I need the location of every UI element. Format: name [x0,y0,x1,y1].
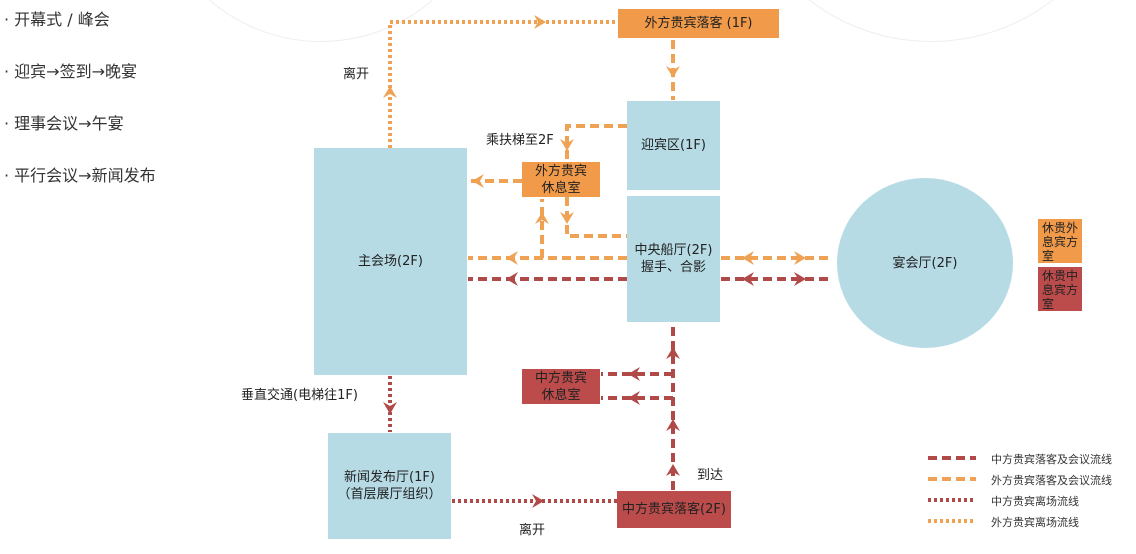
flow-arrowhead [742,272,754,286]
lounge-to-central-line [565,197,627,238]
flow-arrowhead [560,139,574,151]
flow-arrowhead [534,15,546,29]
side-label-col: 休息室 [1042,221,1055,263]
flow-arrowhead [506,251,518,265]
side-label-col: 贵宾 [1054,269,1067,297]
flow-arrowhead [472,174,484,188]
side-label-col: 休息室 [1042,269,1055,311]
flow-arrowhead [506,272,518,286]
escalator-label: 乘扶梯至2F [486,133,554,148]
flow-arrowhead [666,464,680,476]
main-hall-node: 主会场(2F) [314,148,467,375]
legend-label-1: 中方贵宾落客及会议流线 [991,453,1112,466]
banquet-hall-node: 宴会厅(2F) [837,178,1013,348]
chinese-arrival-node: 中方贵宾落客(2F) [617,491,731,528]
flow-arrowhead [666,347,680,359]
side-label-col: 贵宾 [1054,221,1067,249]
flow-arrowhead [383,402,397,414]
agenda-item-2: · 迎宾→签到→晚宴 [4,62,137,81]
flow-arrowhead [535,212,549,224]
agenda-item-1: · 开幕式 / 峰会 [4,10,110,29]
flow-arrowhead [383,86,397,98]
arrive-label: 到达 [697,468,724,483]
flow-arrowhead [666,66,680,78]
flow-arrowhead [628,391,640,405]
flow-arrowhead [532,494,544,508]
legend-label-2: 外方贵宾落客及会议流线 [991,474,1112,487]
side-label-col: 中方 [1066,269,1079,297]
foreign-arrival-node: 外方贵宾落客 (1F) [618,9,779,38]
flow-arrowhead [628,367,640,381]
legend-label-4: 外方贵宾离场流线 [991,516,1079,529]
flow-arrowhead [794,251,806,265]
press-hall-node: 新闻发布厅(1F) （首层展厅组织） [328,433,451,539]
central-hall-node: 中央船厅(2F) 握手、合影 [627,196,720,322]
flow-arrowhead [742,251,754,265]
flow-arrowhead [560,212,574,224]
agenda-item-3: · 理事会议→午宴 [4,114,124,133]
leave-bottom-label: 离开 [519,523,546,538]
escalator-line [565,124,627,160]
foreign-lounge-node: 外方贵宾 休息室 [522,162,600,197]
flow-arrowhead [794,272,806,286]
foreign-vip-lounge-side: 休息室 贵宾 外方 [1038,219,1082,263]
chinese-vip-lounge-side: 休息室 贵宾 中方 [1038,267,1082,311]
flow-arrowhead [666,419,680,431]
vertical-traffic-label: 垂直交通(电梯往1F) [241,388,358,403]
leave-top-label: 离开 [343,67,370,82]
welcome-area-node: 迎宾区(1F) [627,101,720,190]
legend-label-3: 中方贵宾离场流线 [991,495,1079,508]
agenda-item-4: · 平行会议→新闻发布 [4,166,156,185]
side-label-col: 外方 [1066,221,1079,249]
chinese-lounge-node: 中方贵宾 休息室 [522,369,600,404]
